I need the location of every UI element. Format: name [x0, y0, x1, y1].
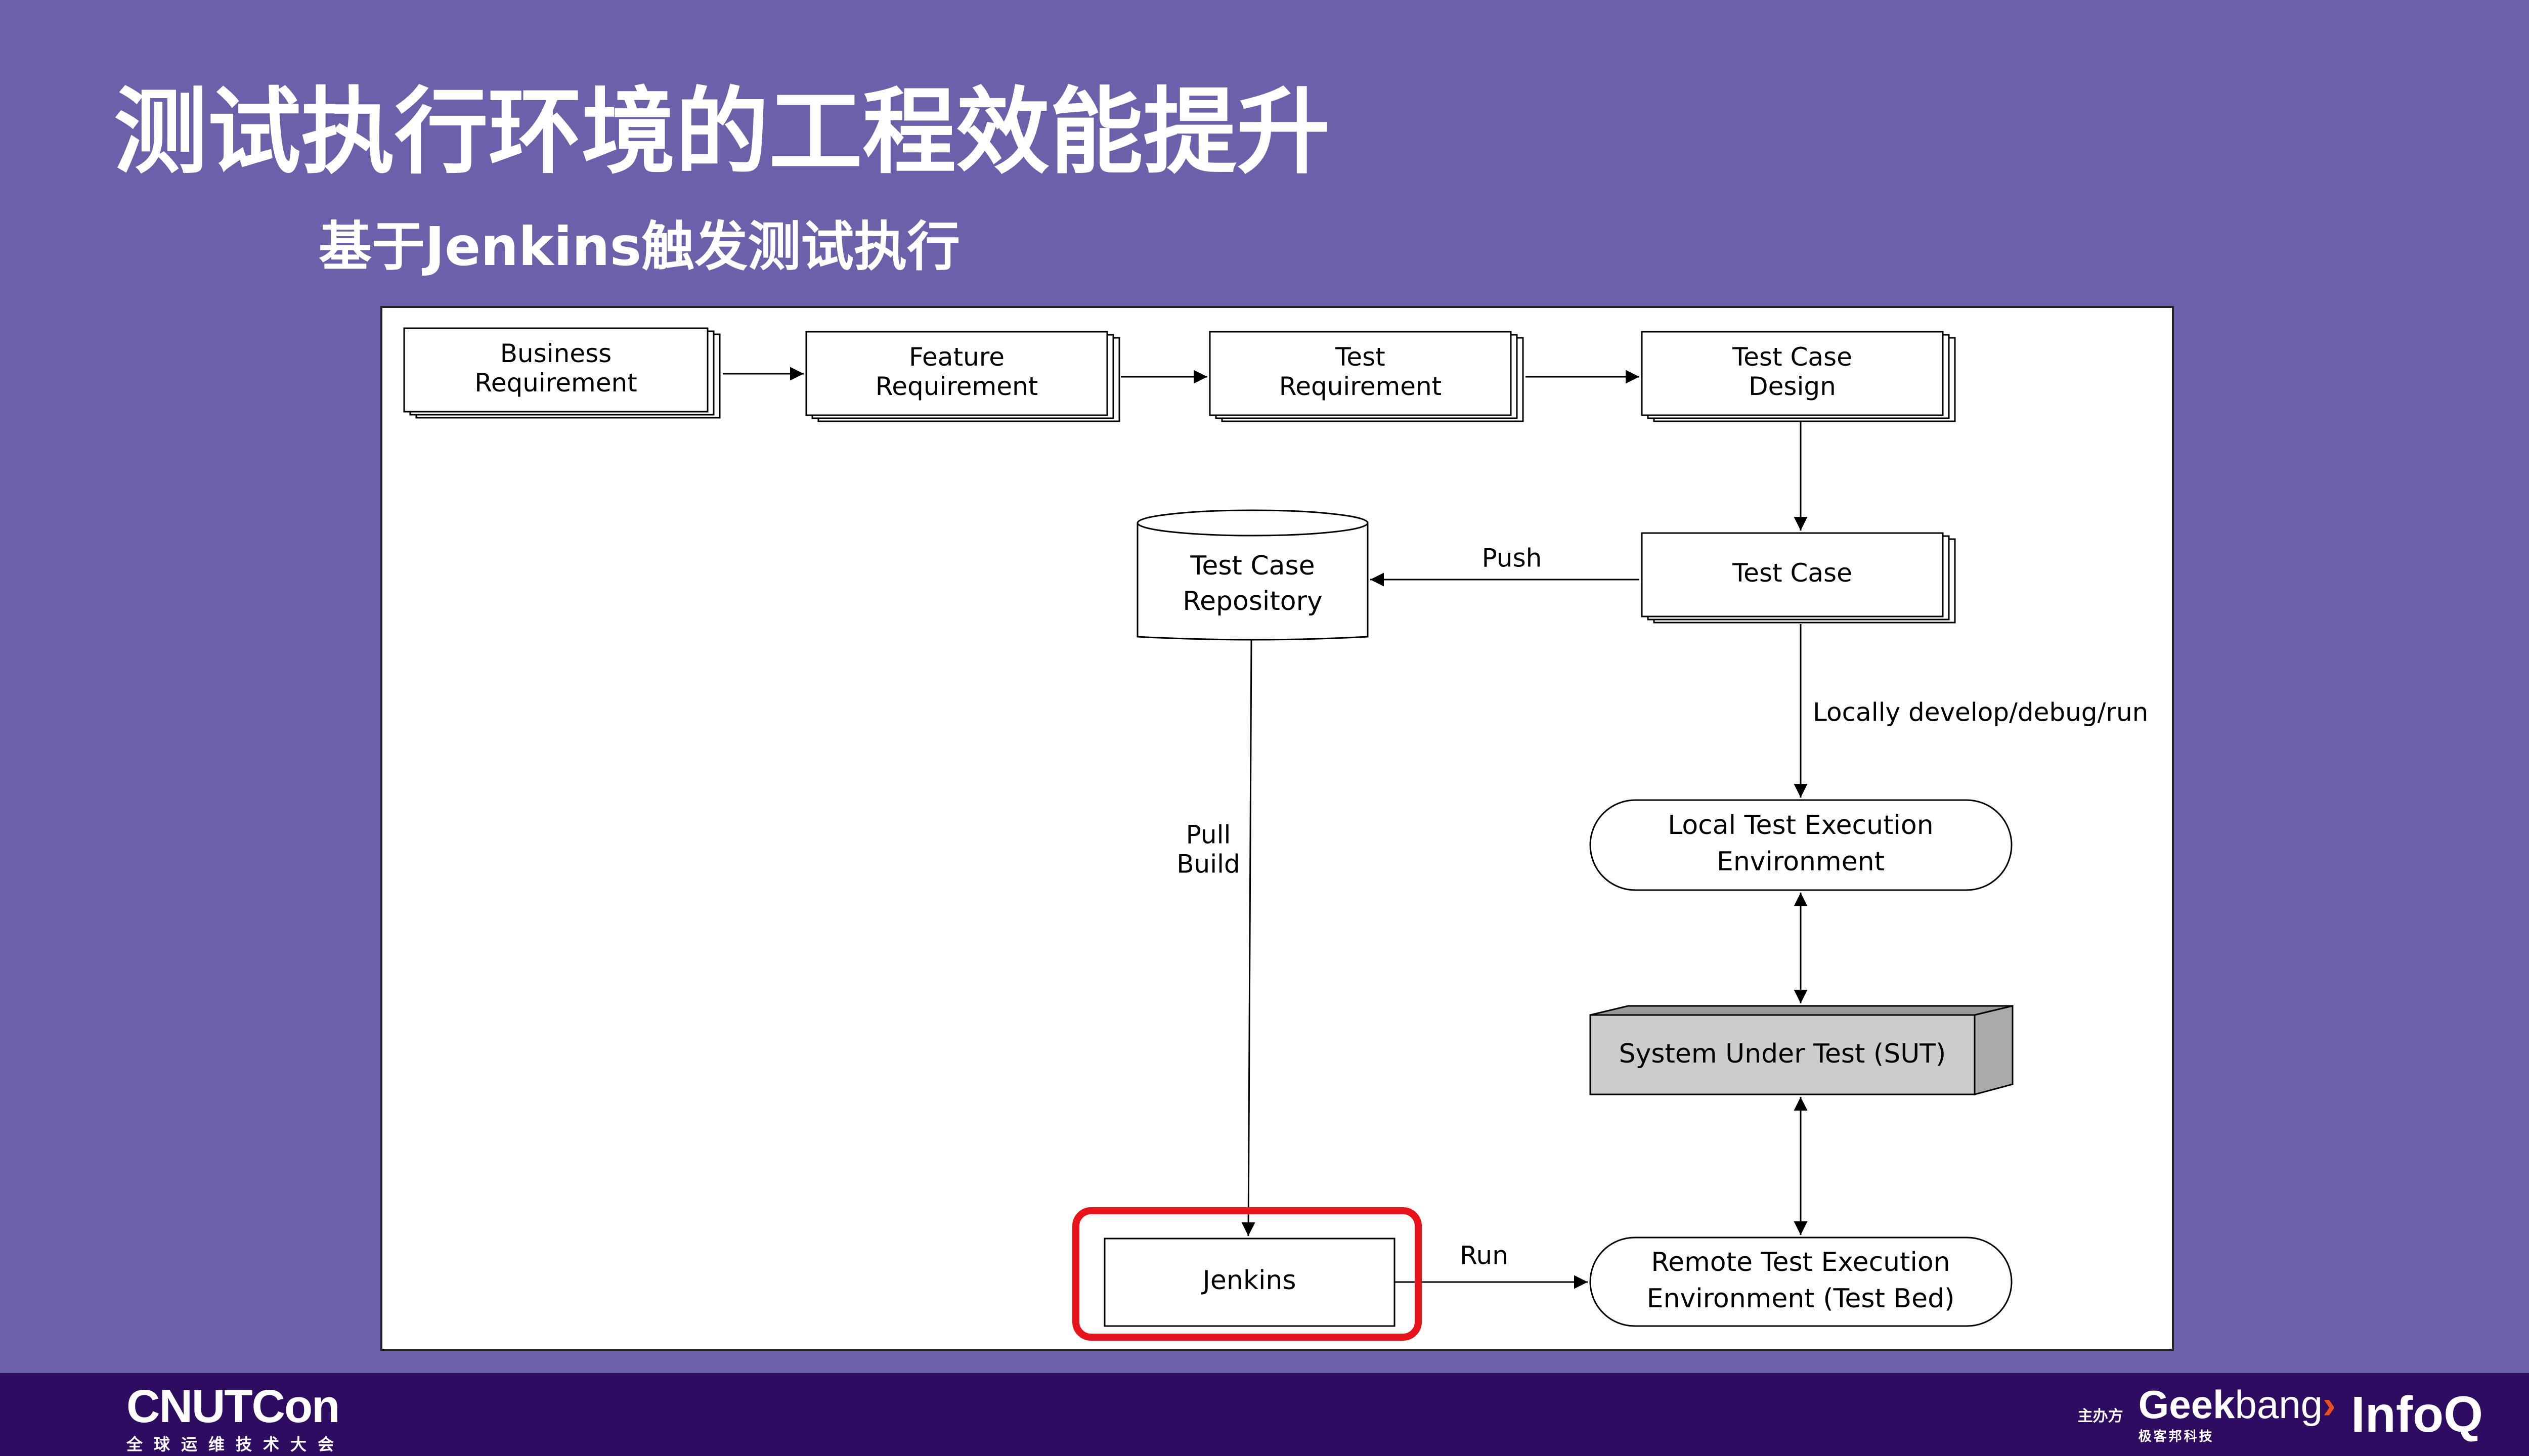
jenkins-line-1: Jenkins — [1201, 1265, 1296, 1296]
edge-pull-build — [1241, 640, 1255, 1237]
remote-env-line-2: Environment (Test Bed) — [1647, 1284, 1955, 1314]
footer-bar: CNUTCon 全球运维技术大会 主办方 Geekbang› 极客邦科技 Inf… — [0, 1373, 2529, 1456]
jenkins-node: Jenkins — [1072, 1207, 1422, 1341]
geekbang-tagline: 极客邦科技 — [2138, 1428, 2214, 1444]
sut-line-1: System Under Test (SUT) — [1619, 1039, 1946, 1069]
test-case-node: Test Case — [1641, 532, 1956, 624]
remote-env-line-1: Remote Test Execution — [1651, 1247, 1950, 1277]
edges — [723, 367, 1808, 1289]
pull-label: Pull — [1186, 820, 1231, 850]
flow-diagram: BusinessRequirementFeatureRequirementTes… — [403, 327, 2148, 1341]
local-env-line-1: Local Test Execution — [1668, 810, 1933, 841]
run-label: Run — [1460, 1241, 1508, 1270]
jenkins-highlight-frame — [1072, 1207, 1422, 1341]
slide-subtitle: 基于Jenkins触发测试执行 — [319, 216, 961, 278]
test-case-repository-line-2: Repository — [1183, 586, 1323, 616]
cnutcon-tagline: 全球运维技术大会 — [126, 1435, 345, 1453]
business-requirement-line-1: Business — [500, 339, 612, 368]
test-requirement-line-1: Test — [1335, 342, 1385, 372]
geekbang-logo: Geekbang› 极客邦科技 — [2139, 1385, 2336, 1445]
infoq-logo: InfoQ — [2350, 1386, 2483, 1443]
nodes: BusinessRequirementFeatureRequirementTes… — [403, 327, 2014, 1341]
geekbang-brand-b: bang — [2235, 1382, 2323, 1427]
cnutcon-logo: CNUTCon 全球运维技术大会 — [126, 1383, 345, 1455]
locally-label: Locally develop/debug/run — [1813, 698, 2148, 727]
test-case-line-1: Test Case — [1732, 558, 1852, 588]
build-label: Build — [1176, 850, 1240, 879]
test-case-design-line-1: Test Case — [1732, 342, 1852, 372]
geekbang-brand-a: Geek — [2138, 1382, 2235, 1427]
test-case-repository-line-1: Test Case — [1190, 551, 1315, 581]
test-case-design-line-2: Design — [1749, 372, 1836, 401]
business-requirement-line-2: Requirement — [474, 368, 637, 398]
cnutcon-brand: CNUTCon — [126, 1381, 340, 1432]
local-env-line-2: Environment — [1717, 847, 1885, 877]
geekbang-mark-icon: › — [2322, 1382, 2336, 1427]
slide-title: 测试执行环境的工程效能提升 — [114, 77, 1330, 187]
feature-requirement-line-2: Requirement — [876, 372, 1038, 401]
sut-node: System Under Test (SUT) — [1589, 1005, 2014, 1095]
sponsor-logos: 主办方 Geekbang› 极客邦科技 InfoQ — [2078, 1384, 2483, 1445]
push-label: Push — [1482, 544, 1542, 573]
organizer-label: 主办方 — [2077, 1408, 2123, 1425]
feature-requirement-line-1: Feature — [909, 342, 1005, 372]
test-requirement-line-2: Requirement — [1279, 372, 1442, 401]
